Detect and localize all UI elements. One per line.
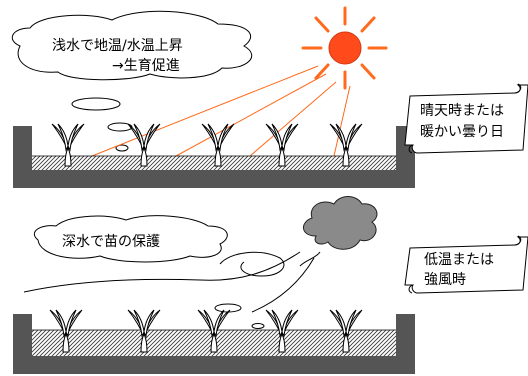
soil-layer <box>32 156 396 170</box>
bottom-panel: 深水で苗の保護 <box>13 196 528 374</box>
sunlight-rays <box>91 65 351 157</box>
cold-windy-condition-scroll: 低温または 強風時 <box>404 235 528 294</box>
scroll-line-2: 暖かい曇り日 <box>420 124 504 140</box>
scroll-line-2: 強風時 <box>424 272 466 288</box>
thought-bubble-small <box>251 323 265 329</box>
thought-bubble-medium <box>214 303 242 313</box>
cloud-text: 深水で苗の保護 <box>62 234 160 250</box>
cloud-line-1: 浅水で地温/水温上昇 <box>52 38 183 54</box>
field-bed <box>13 170 415 188</box>
shallow-paddy-field <box>13 123 415 188</box>
cloud-line-2: →生育促進 <box>112 58 180 74</box>
deep-paddy-field <box>13 309 415 374</box>
sunny-condition-scroll: 晴天時または 暖かい曇り日 <box>404 83 528 154</box>
thought-bubble-small <box>115 144 129 152</box>
deep-water-thought-cloud: 深水で苗の保護 <box>33 215 228 263</box>
shallow-water-thought-cloud: 浅水で地温/水温上昇 →生育促進 <box>11 10 253 152</box>
sun-icon <box>301 6 388 90</box>
field-bed <box>13 356 415 374</box>
strong-wind-lines <box>23 251 321 313</box>
storm-cloud-icon <box>303 196 378 250</box>
thought-bubble-large <box>71 97 121 111</box>
scroll-line-1: 低温または <box>424 252 494 268</box>
scroll-line-1: 晴天時または <box>420 103 504 119</box>
top-panel: 浅水で地温/水温上昇 →生育促進 <box>11 6 528 188</box>
